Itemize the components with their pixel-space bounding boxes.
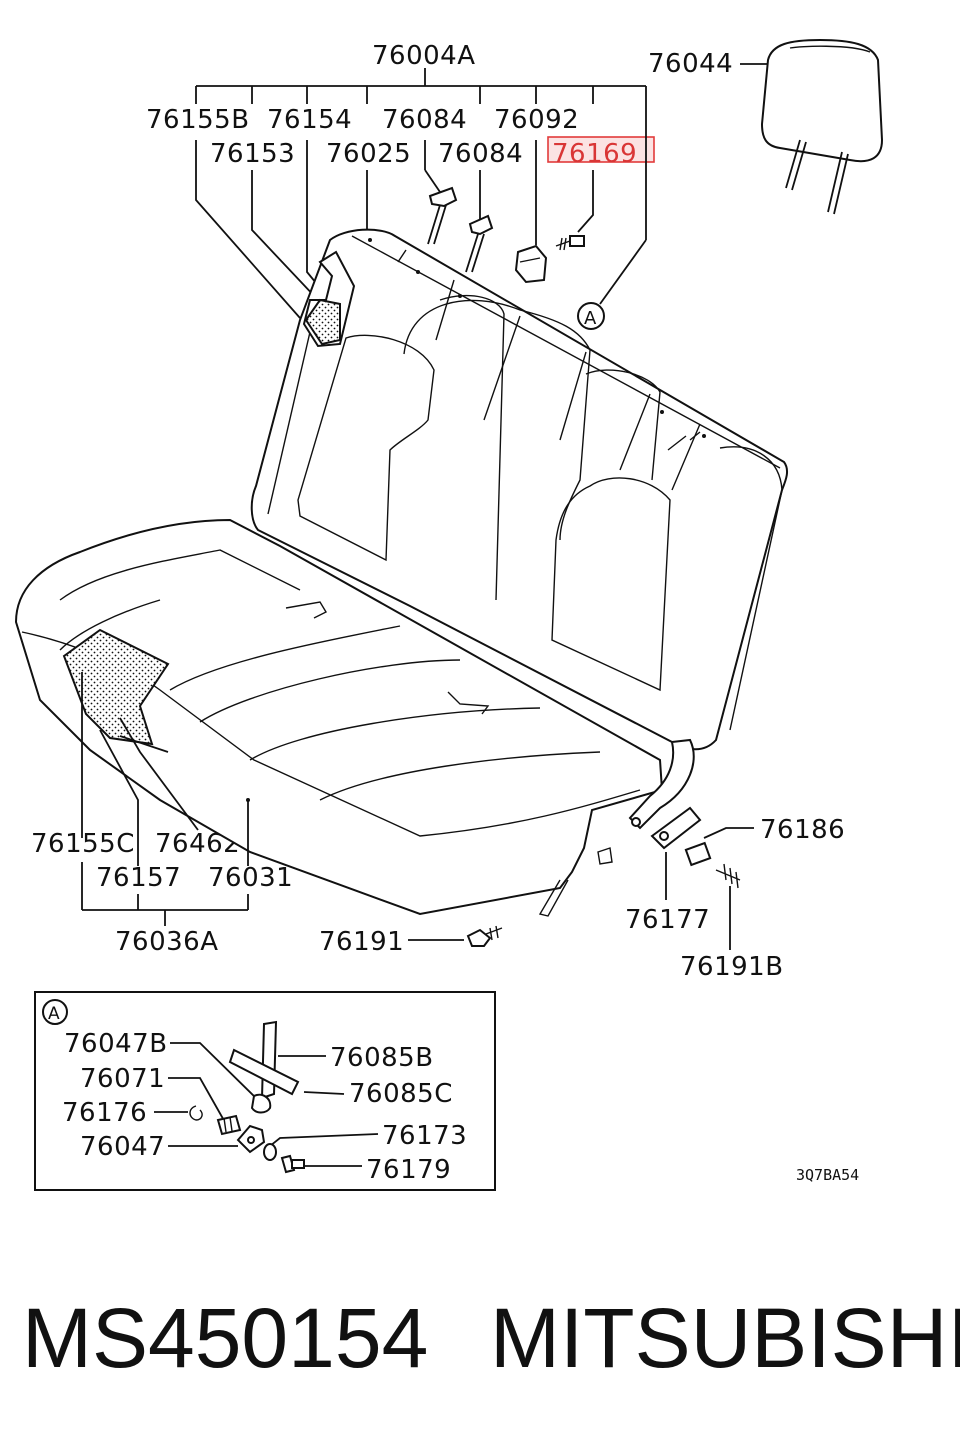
inset-label-76047B: 76047B <box>64 1029 168 1059</box>
inset-label-76179: 76179 <box>366 1155 451 1185</box>
inset-label-76085B: 76085B <box>330 1043 434 1073</box>
label-76036A: 76036A <box>115 927 219 957</box>
label-76044: 76044 <box>648 49 733 79</box>
inset-label-76047: 76047 <box>80 1132 165 1162</box>
label-76169: 76169 <box>552 139 637 169</box>
headrest-guide-76084-b <box>465 214 494 273</box>
hinge-bracket-top <box>302 250 356 348</box>
label-76155B: 76155B <box>146 105 250 135</box>
hinge-pad-bottom <box>62 628 170 753</box>
label-76154: 76154 <box>267 105 352 135</box>
footer: MS450154 MITSUBISHI <box>0 1290 960 1400</box>
inset-label-76176: 76176 <box>62 1098 147 1128</box>
seat-back-part <box>250 228 789 751</box>
inset-label-76085C: 76085C <box>349 1079 453 1109</box>
label-76004A: 76004A <box>372 41 476 71</box>
label-76153: 76153 <box>210 139 295 169</box>
leader-lines-top <box>195 63 778 319</box>
headrest-guide-76084-a <box>427 186 458 245</box>
label-76084-bottom: 76084 <box>438 139 523 169</box>
label-76191B: 76191B <box>680 952 784 982</box>
label-76084-top: 76084 <box>382 105 467 135</box>
seat-cushion-part <box>14 518 664 917</box>
brand-name: MITSUBISHI <box>490 1291 960 1385</box>
headrest-part <box>760 38 884 215</box>
right-bracket <box>628 738 741 889</box>
bolt-76191 <box>466 925 503 947</box>
inset-parts <box>189 1020 305 1174</box>
label-76157: 76157 <box>96 863 181 893</box>
inset-a-badge-circle <box>42 999 68 1025</box>
inset-label-76173: 76173 <box>382 1121 467 1151</box>
inset-label-76071: 76071 <box>80 1064 165 1094</box>
label-76186: 76186 <box>760 815 845 845</box>
part-number: MS450154 <box>22 1291 429 1385</box>
screw-76169 <box>555 235 585 251</box>
label-76191: 76191 <box>319 927 404 957</box>
highlight-box-76169 <box>547 136 655 163</box>
clip-76092 <box>514 244 548 284</box>
callout-a-text: A <box>584 308 597 329</box>
diagram-code: 3Q7BA54 <box>796 1166 859 1184</box>
inset-leaders <box>154 1042 379 1167</box>
inset-a-badge-text: A <box>48 1004 60 1024</box>
callout-a-circle <box>577 302 605 330</box>
leader-lines-bottom <box>81 672 754 950</box>
label-76031: 76031 <box>208 863 293 893</box>
label-76177: 76177 <box>625 905 710 935</box>
label-76155C: 76155C <box>31 829 135 859</box>
label-76025: 76025 <box>326 139 411 169</box>
label-76092: 76092 <box>494 105 579 135</box>
